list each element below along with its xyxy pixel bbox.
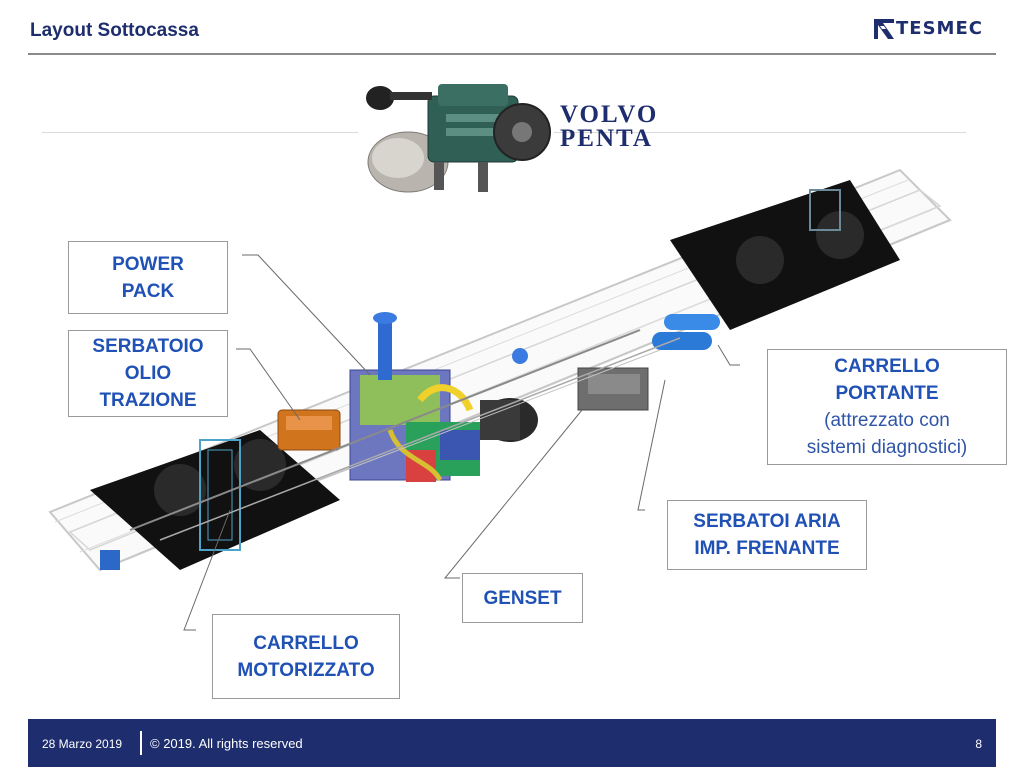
page-title: Layout Sottocassa xyxy=(30,20,199,41)
label-serbatoi-aria-line2: IMP. FRENANTE xyxy=(694,538,840,559)
footer-separator xyxy=(140,731,142,755)
logo-text: TESMEC xyxy=(896,18,983,39)
label-genset-line1: GENSET xyxy=(483,587,562,609)
label-carrello-portante-line3: (attrezzato con xyxy=(824,410,950,431)
label-serbatoio-line2: OLIO xyxy=(124,363,172,384)
label-carrello-motorizzato-line1: CARRELLO xyxy=(253,632,359,654)
label-serbatoio-line1: SERBATOIO xyxy=(92,336,204,357)
label-serbatoio-olio-trazione: SERBATOIO OLIO TRAZIONE xyxy=(68,330,228,417)
label-carrello-portante: CARRELLO PORTANTE (attrezzato con sistem… xyxy=(767,349,1007,465)
label-power-pack: POWER PACK xyxy=(68,241,228,314)
volvo-penta-logo: VOLVO PENTA xyxy=(560,101,659,152)
page-number: 8 xyxy=(975,737,982,751)
label-power-pack-line1: POWER xyxy=(112,253,184,275)
tesmec-logo-icon xyxy=(874,19,894,39)
footer-copyright: © 2019. All rights reserved xyxy=(150,736,303,751)
penta-text: PENTA xyxy=(560,125,653,152)
footer-bar: 28 Marzo 2019 © 2019. All rights reserve… xyxy=(28,719,996,767)
label-serbatoi-aria: SERBATOI ARIA IMP. FRENANTE xyxy=(667,500,867,570)
tesmec-logo: TESMEC xyxy=(872,16,996,42)
footer-date: 28 Marzo 2019 xyxy=(42,737,123,751)
label-carrello-portante-line4: sistemi diagnostici) xyxy=(806,437,968,458)
volvo-engine-image xyxy=(358,74,554,208)
label-carrello-motorizzato: CARRELLO MOTORIZZATO xyxy=(212,614,400,699)
label-serbatoi-aria-line1: SERBATOI ARIA xyxy=(693,511,841,532)
volvo-text: VOLVO xyxy=(560,101,659,128)
label-carrello-portante-line1: CARRELLO xyxy=(834,356,940,377)
label-serbatoio-line3: TRAZIONE xyxy=(99,390,197,411)
label-carrello-portante-line2: PORTANTE xyxy=(835,383,939,404)
label-genset: GENSET xyxy=(462,573,583,623)
label-carrello-motorizzato-line2: MOTORIZZATO xyxy=(237,659,375,681)
title-divider xyxy=(28,53,996,55)
label-power-pack-line2: PACK xyxy=(121,280,175,302)
